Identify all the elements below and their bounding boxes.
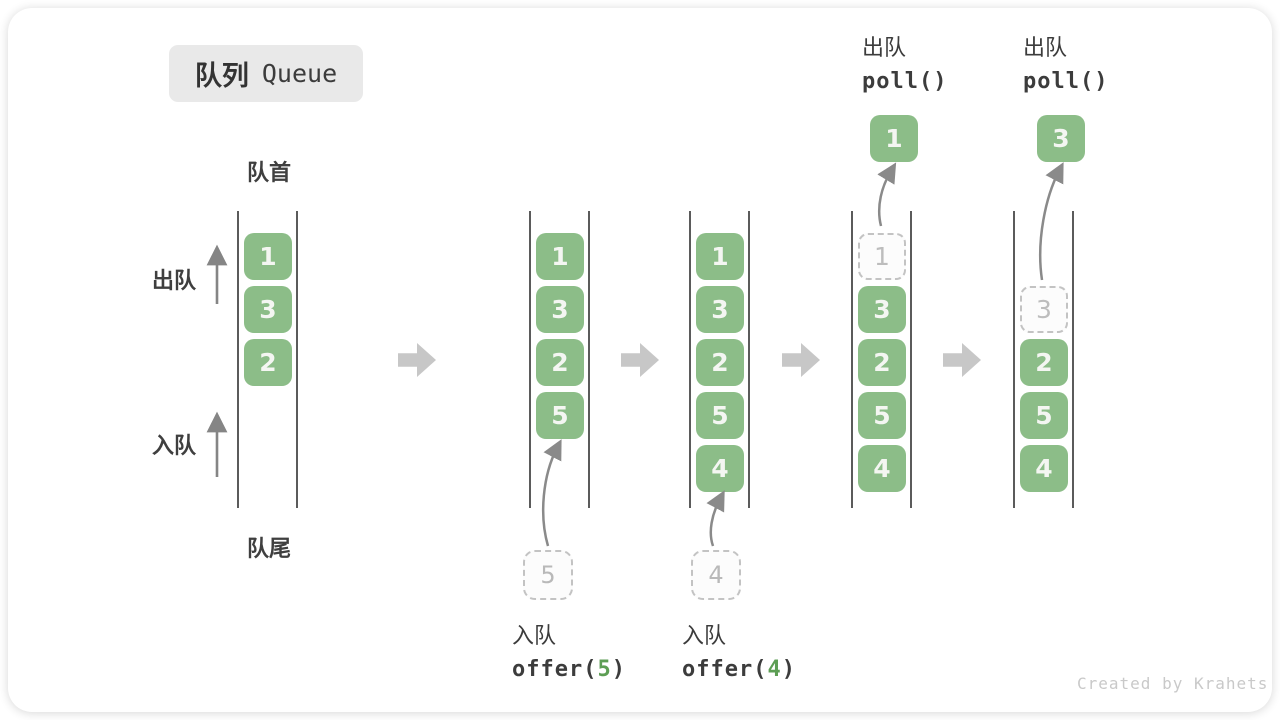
queue5-cell: 4 [1020, 445, 1068, 492]
op-name: 出队 [862, 36, 907, 61]
op-name: 入队 [682, 624, 727, 649]
queue3-cell: 2 [696, 339, 744, 386]
removed-element-slot: 3 [1020, 286, 1068, 333]
incoming-element: 5 [523, 550, 573, 600]
queue3-cell: 4 [696, 445, 744, 492]
queue5-left-wall [1013, 211, 1015, 508]
code-pre: offer( [682, 657, 768, 682]
queue4-left-wall [851, 211, 853, 508]
queue1-cell: 3 [244, 286, 292, 333]
op-code: poll() [1023, 69, 1109, 94]
watermark: Created by Krahets [1077, 674, 1269, 693]
queue2-cell: 2 [536, 339, 584, 386]
queue1-left-wall [237, 211, 239, 508]
queue5-cell: 2 [1020, 339, 1068, 386]
op-name: 入队 [512, 624, 557, 649]
op-code: offer(5) [512, 657, 626, 682]
queue3-right-wall [748, 211, 750, 508]
op-label-poll2: 出队 poll() [1023, 30, 1108, 94]
op-label-offer5: 入队 offer(5) [512, 618, 626, 682]
queue3-cell: 3 [696, 286, 744, 333]
queue2-cell: 1 [536, 233, 584, 280]
code-arg: 5 [597, 657, 612, 682]
dequeue-flow-arrow-icon [1038, 162, 1064, 281]
title-zh: 队列 [194, 61, 249, 92]
title-box: 队列 Queue [169, 45, 363, 102]
dequeue-direction-arrow-icon [206, 244, 228, 304]
queue4-cell: 4 [858, 445, 906, 492]
queue2-left-wall [529, 211, 531, 508]
code-arg: 4 [767, 657, 782, 682]
label-queue-rear: 队尾 [246, 537, 291, 562]
removed-element-slot: 1 [858, 233, 906, 280]
queue1-cell: 1 [244, 233, 292, 280]
queue3-cell: 1 [696, 233, 744, 280]
enqueue-flow-arrow-icon [706, 490, 725, 547]
incoming-element: 4 [691, 550, 741, 600]
op-label-poll1: 出队 poll() [862, 30, 947, 94]
queue5-right-wall [1072, 211, 1074, 508]
op-code: poll() [862, 69, 948, 94]
dequeue-flow-arrow-icon [877, 162, 897, 227]
queue4-cell: 2 [858, 339, 906, 386]
queue2-right-wall [588, 211, 590, 508]
queue4-cell: 5 [858, 392, 906, 439]
op-code: offer(4) [682, 657, 796, 682]
queue5-cell: 5 [1020, 392, 1068, 439]
queue3-left-wall [689, 211, 691, 508]
queue1-cell: 2 [244, 339, 292, 386]
enqueue-direction-arrow-icon [206, 411, 228, 477]
label-enqueue: 入队 [152, 434, 197, 459]
title-en: Queue [261, 59, 338, 88]
queue4-cell: 3 [858, 286, 906, 333]
op-label-offer4: 入队 offer(4) [682, 618, 796, 682]
polled-element: 3 [1037, 115, 1085, 162]
queue2-cell: 3 [536, 286, 584, 333]
code-pre: offer( [512, 657, 598, 682]
queue3-cell: 5 [696, 392, 744, 439]
op-name: 出队 [1023, 36, 1068, 61]
queue2-cell: 5 [536, 392, 584, 439]
code-post: ) [611, 657, 626, 682]
enqueue-flow-arrow-icon [541, 439, 562, 547]
code-post: ) [781, 657, 796, 682]
queue4-right-wall [910, 211, 912, 508]
queue1-right-wall [296, 211, 298, 508]
label-dequeue: 出队 [152, 269, 197, 294]
label-queue-front: 队首 [246, 161, 291, 186]
polled-element: 1 [870, 115, 918, 162]
